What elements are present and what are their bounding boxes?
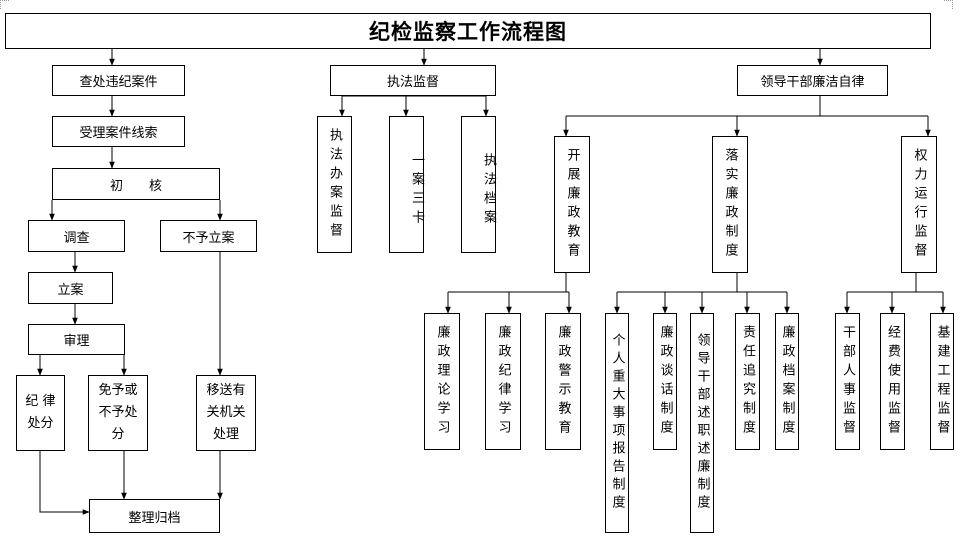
system-item-box: 个人重大事项报告制度 bbox=[605, 313, 629, 533]
page-corner-mark bbox=[944, 0, 953, 9]
arrow-discipline-to-archive bbox=[39, 451, 90, 515]
self-discipline-root-box: 领导干部廉洁自律 bbox=[737, 65, 888, 96]
preliminary-check-box: 初 核 bbox=[52, 168, 220, 200]
transfer-box: 移送有 关机关 处理 bbox=[196, 375, 256, 451]
page-corner-mark bbox=[0, 0, 9, 9]
file-case-box: 立案 bbox=[28, 272, 113, 304]
power-item-box: 基建工程监督 bbox=[930, 313, 954, 450]
discipline-box: 纪 律 处分 bbox=[16, 375, 65, 451]
supervision-item-box: 一案三卡 bbox=[389, 116, 424, 253]
system-item-box: 领导干部述职述廉制度 bbox=[690, 313, 714, 533]
page-title: 纪检监察工作流程图 bbox=[5, 13, 931, 49]
archive-box: 整理归档 bbox=[89, 499, 220, 533]
power-item-box: 经费使用监督 bbox=[880, 313, 905, 450]
exempt-box: 免予或 不予处 分 bbox=[88, 375, 148, 451]
bus-system bbox=[617, 273, 787, 293]
education-item-box: 廉政理论学习 bbox=[424, 313, 460, 450]
system-item-box: 廉政谈话制度 bbox=[653, 313, 677, 450]
review-box: 审理 bbox=[28, 324, 125, 355]
power-box: 权力运行监督 bbox=[901, 136, 937, 273]
bus-education bbox=[448, 273, 569, 293]
case-root-box: 查处违纪案件 bbox=[52, 65, 185, 96]
supervision-item-box: 执法档案 bbox=[461, 116, 496, 253]
education-box: 开展廉政教育 bbox=[554, 136, 590, 273]
bus-power bbox=[847, 273, 943, 293]
education-item-box: 廉政纪律学习 bbox=[485, 313, 521, 450]
bus-self-discipline bbox=[566, 96, 928, 117]
not-filed-box: 不予立案 bbox=[160, 220, 257, 252]
investigate-box: 调查 bbox=[28, 220, 125, 252]
power-item-box: 干部人事监督 bbox=[835, 313, 860, 450]
education-item-box: 廉政警示教育 bbox=[545, 313, 581, 450]
system-item-box: 责任追究制度 bbox=[735, 313, 760, 450]
system-box: 落实廉政制度 bbox=[712, 136, 748, 273]
supervision-root-box: 执法监督 bbox=[330, 65, 496, 96]
accept-clue-box: 受理案件线索 bbox=[52, 116, 185, 147]
supervision-item-box: 执法办案监督 bbox=[317, 116, 352, 253]
system-item-box: 廉政档案制度 bbox=[775, 313, 799, 450]
